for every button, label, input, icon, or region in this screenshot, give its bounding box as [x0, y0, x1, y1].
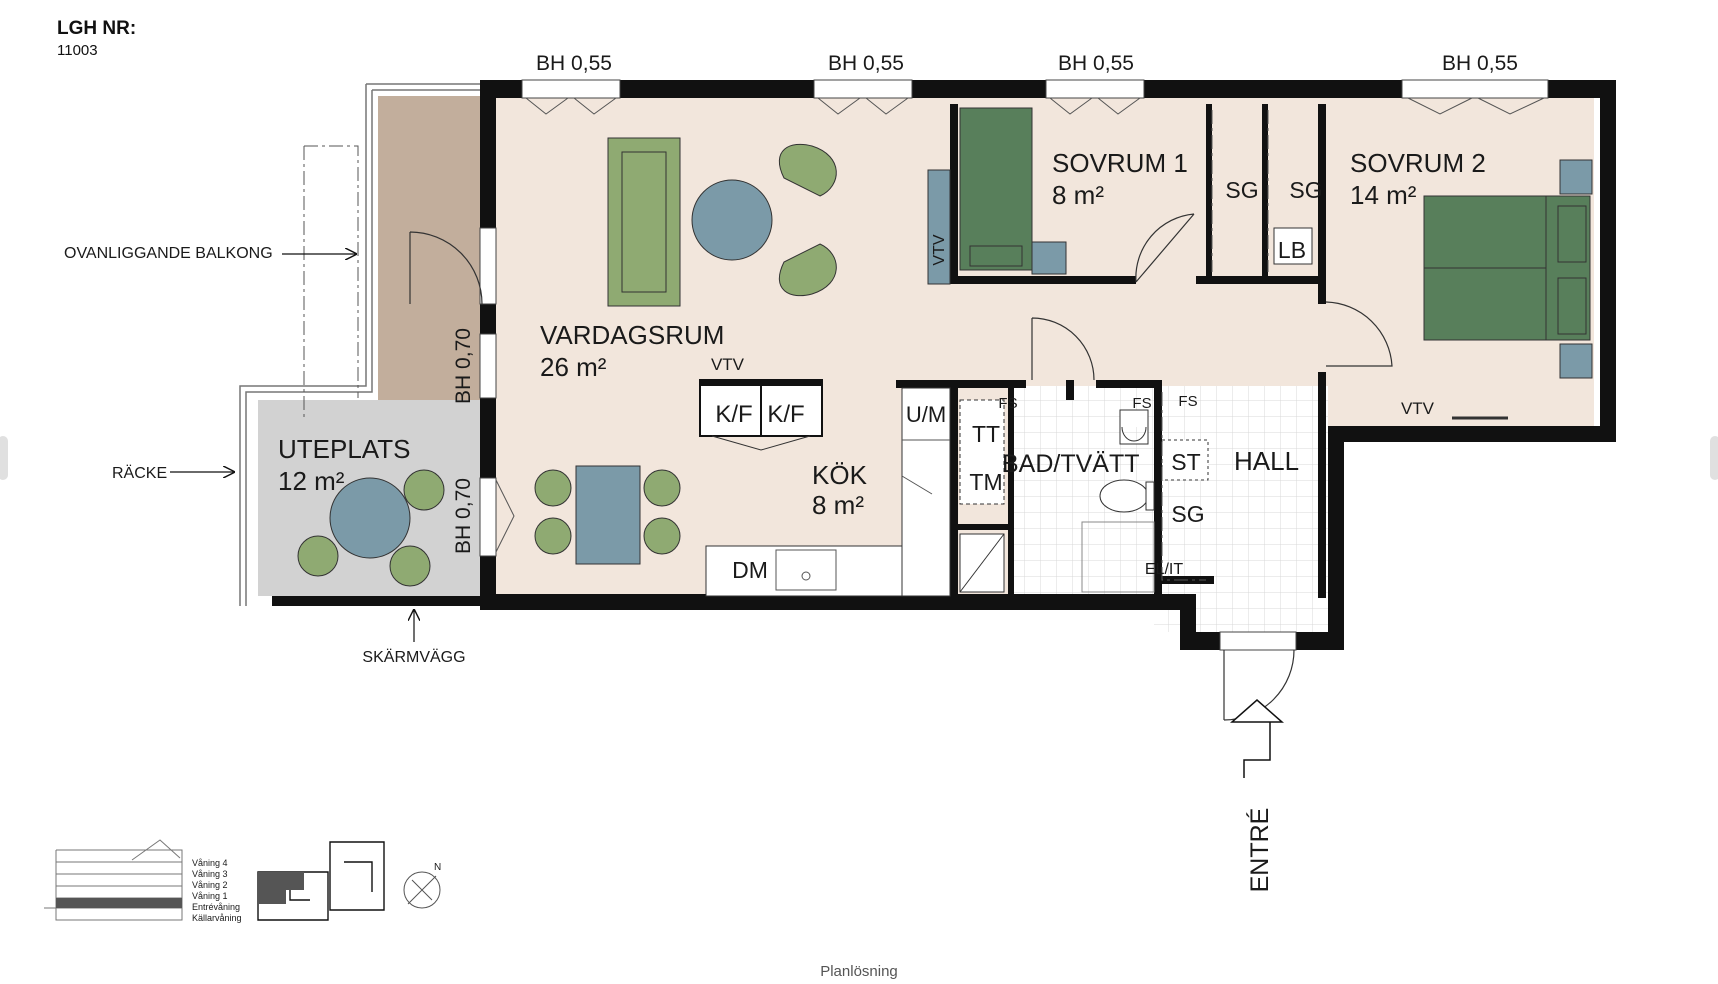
apartment-number: 11003: [57, 42, 98, 59]
next-nav-handle[interactable]: [1710, 436, 1718, 480]
apartment-number-label: LGH NR:: [57, 18, 137, 39]
floor-level-label: Våning 2: [192, 880, 228, 890]
storage-label: ST: [1171, 449, 1200, 475]
window-label: BH 0,55: [1058, 52, 1134, 75]
svg-text:N: N: [434, 862, 441, 873]
caption: Planlösning: [820, 963, 898, 980]
dishwasher-label: DM: [732, 557, 768, 583]
window-label: BH 0,55: [1442, 52, 1518, 75]
wardrobe-label: SG: [1289, 177, 1322, 203]
floor-level-label: Entrévåning: [192, 902, 240, 912]
tv-sovrum1: [927, 169, 951, 285]
oven-microwave-label: U/M: [906, 402, 946, 427]
linen-cabinet-label: LB: [1278, 237, 1306, 263]
vtv-label: VTV: [931, 234, 948, 265]
wardrobe-label: SG: [1171, 501, 1204, 527]
room-name-kok: KÖK: [812, 460, 868, 490]
room-area-sovrum2: 14 m²: [1350, 180, 1417, 210]
patio-table: [329, 477, 411, 559]
window-label: BH 0,55: [828, 52, 904, 75]
balcony-annotation: OVANLIGGANDE BALKONG: [64, 245, 273, 262]
vtv-label: VTV: [711, 355, 745, 374]
railing-annotation: RÄCKE: [112, 464, 167, 482]
screen-wall-annotation: SKÄRMVÄGG: [362, 648, 465, 666]
room-name-vardagsrum: VARDAGSRUM: [540, 320, 724, 350]
room-name-uteplats: UTEPLATS: [278, 434, 410, 464]
room-area-sovrum1: 8 m²: [1052, 180, 1104, 210]
dining-table: [575, 465, 641, 565]
electrical-it-label: EL/IT: [1145, 561, 1183, 578]
room-area-uteplats: 12 m²: [278, 466, 345, 496]
washer-label: TM: [969, 469, 1002, 495]
interior-walls: [896, 104, 1326, 598]
vtv-label: VTV: [1401, 399, 1435, 418]
prev-nav-handle[interactable]: [0, 436, 8, 480]
hall-tiles: [1154, 386, 1328, 632]
north-arrow-icon: N: [403, 862, 441, 909]
coffee-table: [691, 179, 773, 261]
floor-level-label: Våning 1: [192, 891, 228, 901]
fridge-freezer-label: K/F: [715, 401, 752, 428]
window-label: BH 0,70: [452, 478, 475, 554]
room-name-sovrum1: SOVRUM 1: [1052, 148, 1188, 178]
room-name-bad: BAD/TVÄTT: [1002, 450, 1140, 478]
wardrobe-label: SG: [1225, 177, 1258, 203]
room-area-vardagsrum: 26 m²: [540, 352, 607, 382]
fridge-freezer-label: K/F: [767, 401, 804, 428]
dryer-label: TT: [972, 421, 1000, 447]
floor-drain-label: FS: [1178, 393, 1197, 410]
room-name-hall: HALL: [1234, 446, 1299, 476]
room-name-sovrum2: SOVRUM 2: [1350, 148, 1486, 178]
window-label: BH 0,70: [452, 328, 475, 404]
bed-sovrum1: [959, 107, 1033, 271]
floor-drain-label: FS: [998, 395, 1017, 412]
floor-level-label: Våning 4: [192, 858, 228, 868]
sofa: [607, 137, 681, 307]
window-label: BH 0,55: [536, 52, 612, 75]
balcony-floor: [378, 96, 480, 400]
entrance-annotation: ENTRÉ: [1245, 808, 1274, 893]
floor-level-label: Våning 3: [192, 869, 228, 879]
floor-drain-label: FS: [1132, 395, 1151, 412]
room-area-kok: 8 m²: [812, 490, 864, 520]
floor-level-label: Källarvåning: [192, 913, 242, 923]
key-plan: Våning 4 Våning 3 Våning 2 Våning 1 Entr…: [44, 839, 441, 923]
nightstand-sovrum1: [1031, 241, 1067, 275]
